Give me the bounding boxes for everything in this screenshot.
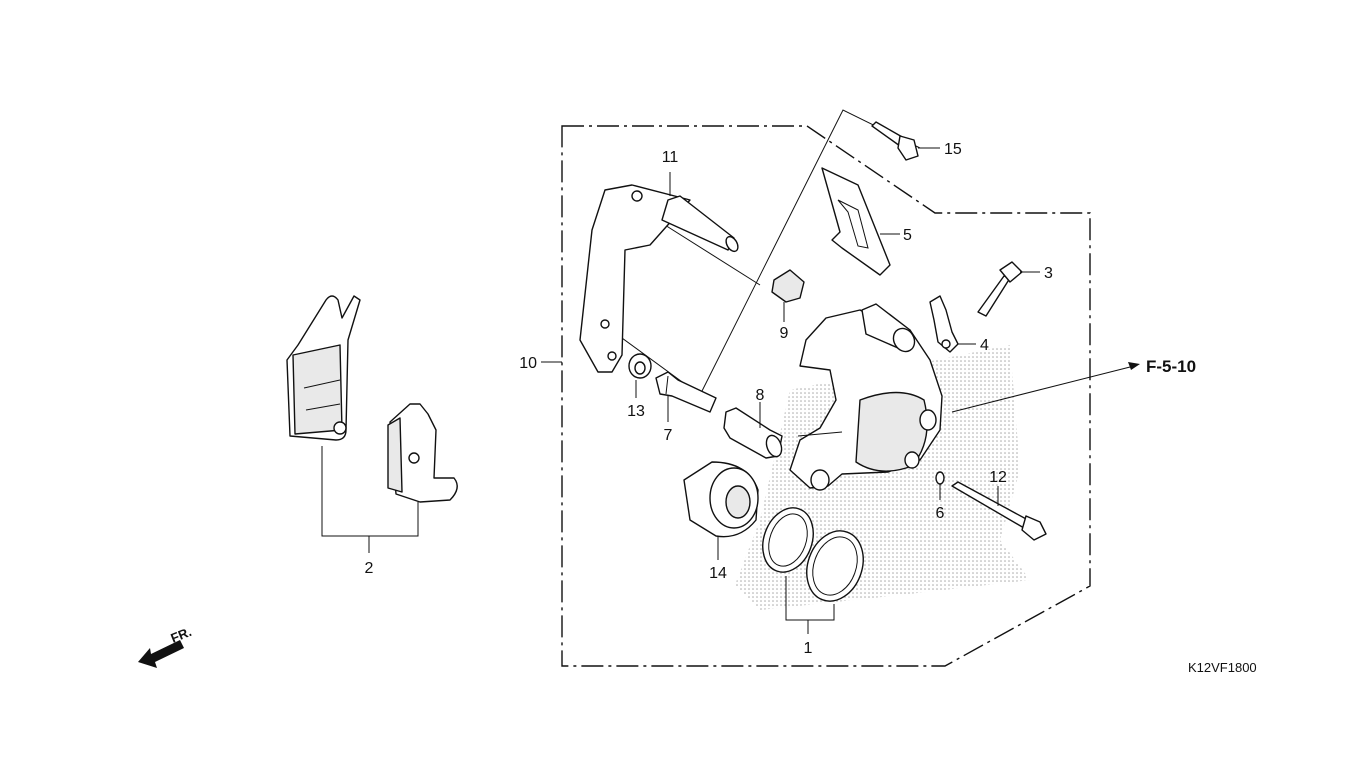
pad-spring-5 bbox=[821, 167, 900, 276]
caliper-body bbox=[789, 303, 943, 491]
callout-2: 2 bbox=[365, 560, 374, 577]
reference-arrowhead bbox=[1128, 362, 1140, 370]
clip-4 bbox=[929, 295, 976, 353]
callout-10: 10 bbox=[519, 355, 537, 372]
pad-pin-12 bbox=[951, 481, 1047, 541]
boot-9 bbox=[771, 269, 805, 322]
o-ring-6 bbox=[935, 471, 945, 500]
brake-pad-set bbox=[286, 295, 458, 553]
caliper-bracket bbox=[579, 172, 739, 373]
front-direction-arrow: FR. bbox=[138, 624, 194, 668]
callout-1: 1 bbox=[804, 640, 813, 657]
pin-8 bbox=[723, 402, 783, 459]
callout-5: 5 bbox=[903, 227, 912, 244]
front-direction-label: FR. bbox=[169, 624, 194, 646]
bolt-15 bbox=[871, 121, 940, 161]
callout-9: 9 bbox=[780, 325, 789, 342]
callout-6: 6 bbox=[936, 505, 945, 522]
assembly-boundary bbox=[561, 125, 1091, 667]
callout-4: 4 bbox=[980, 337, 989, 354]
callout-14: 14 bbox=[709, 565, 727, 582]
callout-13: 13 bbox=[627, 403, 645, 420]
reference-label: F-5-10 bbox=[1146, 357, 1196, 376]
reference-leader bbox=[951, 365, 1135, 413]
callout-15: 15 bbox=[944, 141, 962, 158]
seal-set-1 bbox=[762, 507, 864, 634]
bleeder-valve-3 bbox=[977, 261, 1040, 317]
callout-8: 8 bbox=[756, 387, 765, 404]
washer-13 bbox=[628, 353, 652, 398]
callout-7: 7 bbox=[664, 427, 673, 444]
piston-14 bbox=[683, 461, 759, 560]
callout-12: 12 bbox=[989, 469, 1007, 486]
pin-7 bbox=[655, 371, 717, 422]
callout-3: 3 bbox=[1044, 265, 1053, 282]
callout-11: 11 bbox=[662, 149, 679, 166]
diagram-code: K12VF1800 bbox=[1188, 660, 1257, 675]
